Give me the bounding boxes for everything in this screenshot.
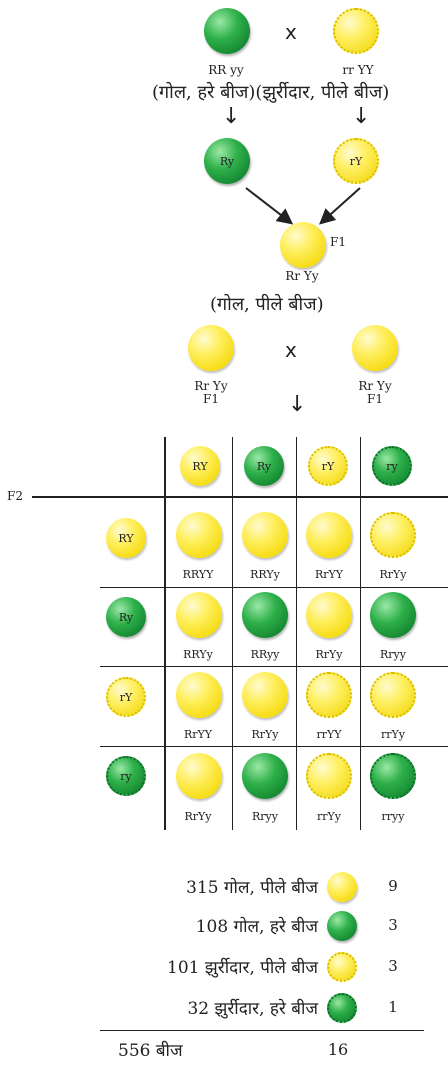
summary-total-line: [100, 1030, 424, 1031]
summary-total-ratio: 16: [327, 1040, 349, 1059]
parent-yellow-wrinkled-seed: [333, 8, 379, 54]
f2-cell-seed: [370, 592, 416, 638]
summary-seed-1: [327, 872, 357, 902]
f2-col-gamete-4: ry: [372, 446, 412, 486]
gamete-left-seed: Ry: [204, 138, 250, 184]
f2-cell-seed: [306, 672, 352, 718]
summary-ratio-3: 3: [388, 957, 398, 975]
f2-row-line-3: [100, 746, 448, 747]
f2-cell-genotype: RRYy: [183, 648, 213, 661]
f2-label: F2: [7, 489, 23, 503]
summary-ratio-1: 9: [388, 877, 398, 895]
parent-left-genotype: RR yy: [208, 63, 244, 77]
gamete-right-label: rY: [349, 154, 363, 168]
summary-total-text: 556 बीज: [118, 1041, 183, 1061]
f2-cell-seed: [370, 512, 416, 558]
f2-cell-genotype: Rryy: [380, 648, 406, 661]
f2-cell-seed: [370, 753, 416, 799]
f2-cell-genotype: RrYy: [379, 568, 407, 581]
f1-cross-left-seed: [188, 325, 234, 371]
f2-cell-genotype: RRYy: [250, 568, 280, 581]
parent-cross-symbol: x: [285, 20, 297, 44]
f2-cell-seed: [370, 672, 416, 718]
f1-cross-right-seed: [352, 325, 398, 371]
f1-seed: [280, 222, 326, 268]
summary-ratio-4: 1: [388, 998, 398, 1016]
f2-vertical-line-0: [164, 437, 166, 830]
f2-cell-genotype: RrYy: [251, 728, 279, 741]
f2-cell-seed: [242, 753, 288, 799]
arrow-down-left: ↓: [222, 104, 241, 129]
f2-vertical-line-2: [296, 437, 297, 830]
f2-cell-genotype: RrYY: [183, 728, 213, 741]
f2-cell-seed: [176, 512, 222, 558]
summary-text-4: 32 झुर्रीदार, हरे बीज: [187, 999, 318, 1019]
f2-cell-genotype: RRyy: [250, 648, 280, 661]
parent-right-genotype: rr YY: [342, 63, 374, 77]
f2-cell-seed: [306, 512, 352, 558]
f2-vertical-line-3: [360, 437, 361, 830]
f2-row-gamete-1: RY: [106, 518, 146, 558]
summary-seed-3: [327, 952, 357, 982]
f2-cell-seed: [242, 672, 288, 718]
gamete-right-seed: rY: [333, 138, 379, 184]
f2-cell-genotype: Rryy: [252, 810, 278, 823]
f2-cell-genotype: rryy: [381, 810, 405, 823]
f2-cell-seed: [176, 672, 222, 718]
f2-col-gamete-3: rY: [308, 446, 348, 486]
f2-cell-genotype: RrYy: [184, 810, 212, 823]
summary-ratio-2: 3: [388, 916, 398, 934]
f2-row-gamete-4: ry: [106, 756, 146, 796]
f2-col-gamete-2: Ry: [244, 446, 284, 486]
arrow-to-f2: ↓: [288, 392, 307, 417]
f1-genotype: Rr Yy: [285, 269, 319, 283]
gamete-left-label: Ry: [219, 154, 235, 168]
f2-cell-seed: [176, 753, 222, 799]
parent-green-round-seed: [204, 8, 250, 54]
f2-col-gamete-1: RY: [180, 446, 220, 486]
f2-cell-seed: [242, 512, 288, 558]
f2-vertical-line-1: [232, 437, 233, 830]
f2-row-gamete-3: rY: [106, 677, 146, 717]
f2-cell-genotype: RrYy: [315, 648, 343, 661]
f2-cell-genotype: RrYY: [314, 568, 344, 581]
f2-row-line-2: [100, 666, 448, 667]
f2-row-line-1: [100, 587, 448, 588]
f2-cell-genotype: rrYY: [316, 728, 342, 741]
summary-seed-2: [327, 911, 357, 941]
summary-text-3: 101 झुर्रीदार, पीले बीज: [167, 958, 318, 978]
f2-cell-seed: [176, 592, 222, 638]
f2-cell-seed: [306, 753, 352, 799]
f2-header-line: [32, 496, 448, 498]
summary-seed-4: [327, 993, 357, 1023]
summary-text-2: 108 गोल, हरे बीज: [195, 917, 318, 937]
f2-cell-genotype: rrYy: [381, 728, 405, 741]
parent-phenotypes: (गोल, हरे बीज)(झुर्रीदार, पीले बीज): [152, 82, 390, 103]
f2-cell-seed: [242, 592, 288, 638]
f2-cell-genotype: rrYy: [317, 810, 341, 823]
f1-cross-symbol: x: [285, 338, 297, 362]
f1-phenotype: (गोल, पीले बीज): [210, 294, 324, 315]
summary-text-1: 315 गोल, पीले बीज: [186, 878, 318, 898]
f2-cell-genotype: RRYY: [182, 568, 214, 581]
f2-cell-seed: [306, 592, 352, 638]
f2-row-gamete-2: Ry: [106, 597, 146, 637]
arrow-down-right: ↓: [352, 104, 371, 129]
f1-label: F1: [330, 235, 346, 249]
